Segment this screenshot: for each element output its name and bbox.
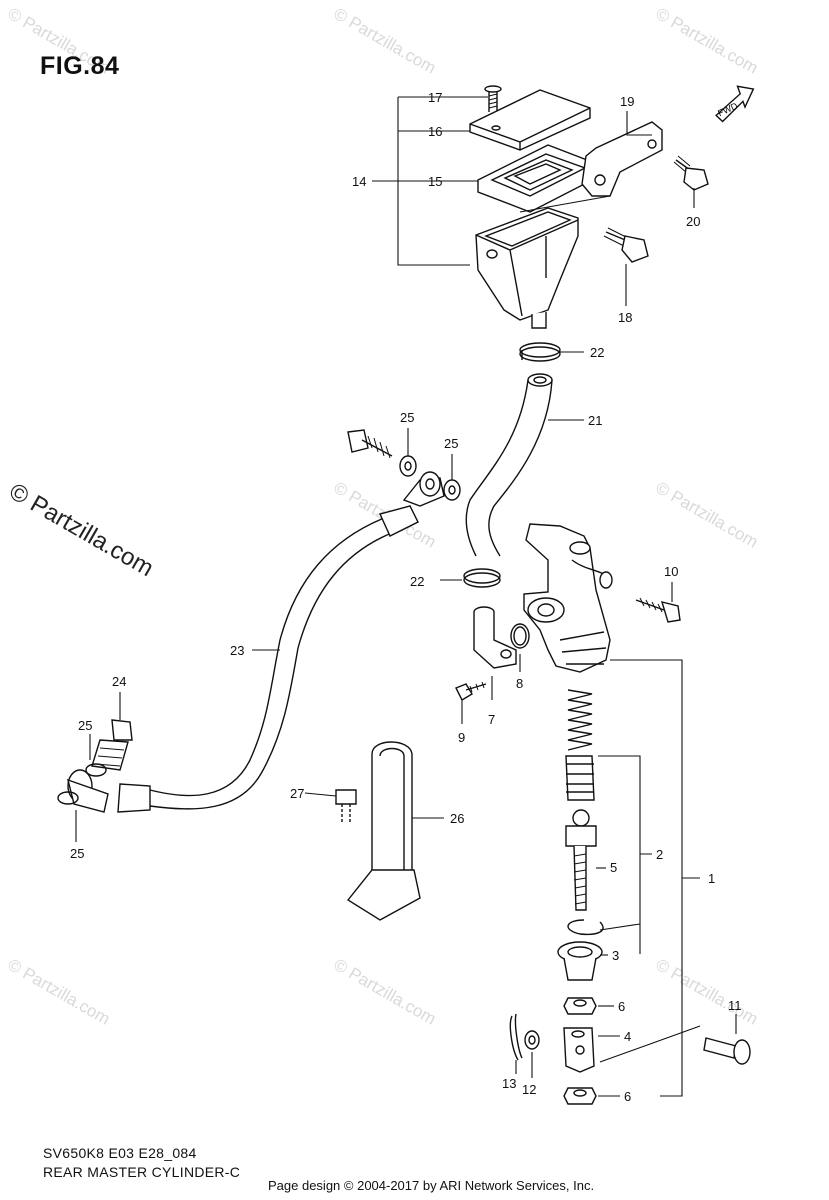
reservoir-body [475, 207, 579, 329]
callout-13: 13 [502, 1076, 516, 1091]
nut-6-upper [563, 997, 597, 1015]
nut-6-lower [563, 1087, 597, 1105]
callout-2: 2 [656, 847, 663, 862]
circlip [567, 919, 604, 936]
brake-hose-23 [117, 505, 419, 813]
washer-25-upper-a [399, 455, 417, 477]
bolt-18 [603, 227, 649, 263]
callout-18: 18 [618, 310, 632, 325]
callout-1: 1 [708, 871, 715, 886]
banjo-fitting-upper [402, 471, 445, 507]
diaphragm-15 [477, 144, 601, 213]
bolt-27 [335, 789, 357, 822]
callout-25-upper-a: 25 [400, 410, 414, 425]
callout-20: 20 [686, 214, 700, 229]
reservoir-cap-16 [469, 89, 591, 151]
callout-5: 5 [610, 860, 617, 875]
clevis-4 [563, 1027, 595, 1073]
bolt-20 [673, 155, 709, 191]
callout-22-top: 22 [590, 345, 604, 360]
callout-6-lower: 6 [624, 1089, 631, 1104]
washer-25-lower-a [85, 763, 107, 777]
dust-boot-3 [557, 941, 603, 981]
callout-27: 27 [290, 786, 304, 801]
return-spring [567, 689, 593, 751]
callout-15: 15 [428, 174, 442, 189]
callout-22-bottom: 22 [410, 574, 424, 589]
washer-25-lower-b [57, 791, 79, 805]
piston-assy [565, 755, 595, 801]
callout-14: 14 [352, 174, 366, 189]
section-name: REAR MASTER CYLINDER-C [43, 1164, 241, 1180]
callout-23: 23 [230, 643, 244, 658]
banjo-fitting-lower [67, 769, 109, 813]
master-cylinder-body [523, 523, 613, 673]
screw-9 [455, 681, 487, 701]
callout-21: 21 [588, 413, 602, 428]
screw-17 [484, 85, 502, 112]
callout-25-lower-b: 25 [70, 846, 84, 861]
page-credit: Page design © 2004-2017 by ARI Network S… [268, 1178, 595, 1193]
callout-9: 9 [458, 730, 465, 745]
callout-10: 10 [664, 564, 678, 579]
hose-clamp-22-top [519, 342, 561, 362]
callout-16: 16 [428, 124, 442, 139]
callout-25-lower-a: 25 [78, 718, 92, 733]
reservoir-hose-21 [465, 373, 553, 557]
cotter-pin-13 [509, 1013, 523, 1061]
push-rod-5 [565, 809, 597, 911]
callout-8: 8 [516, 676, 523, 691]
clevis-pin-11 [599, 1025, 751, 1065]
callout-6-upper: 6 [618, 999, 625, 1014]
model-code: SV650K8 E03 E28_084 [43, 1145, 197, 1161]
callout-26: 26 [450, 811, 464, 826]
hose-clamp-22-bottom [463, 568, 501, 588]
fwd-arrow-icon: FWD [715, 85, 755, 123]
bracket-19 [581, 121, 663, 197]
inlet-fitting-7 [473, 606, 517, 669]
figure-title: FIG.84 [40, 52, 120, 80]
callout-7: 7 [488, 712, 495, 727]
union-bolt-upper [347, 429, 393, 459]
washer-25-upper-b [443, 479, 461, 501]
callout-4: 4 [624, 1029, 631, 1044]
callout-12: 12 [522, 1082, 536, 1097]
o-ring-8 [510, 623, 530, 649]
callout-17: 17 [428, 90, 442, 105]
leader-lines [75, 96, 737, 1097]
callout-19: 19 [620, 94, 634, 109]
callout-25-upper-b: 25 [444, 436, 458, 451]
callout-3: 3 [612, 948, 619, 963]
union-bolt-24 [91, 719, 133, 771]
bolt-10 [635, 597, 681, 623]
washer-12 [524, 1030, 540, 1050]
callout-11: 11 [728, 998, 742, 1013]
hose-guide-26 [346, 741, 421, 921]
callout-24: 24 [112, 674, 126, 689]
